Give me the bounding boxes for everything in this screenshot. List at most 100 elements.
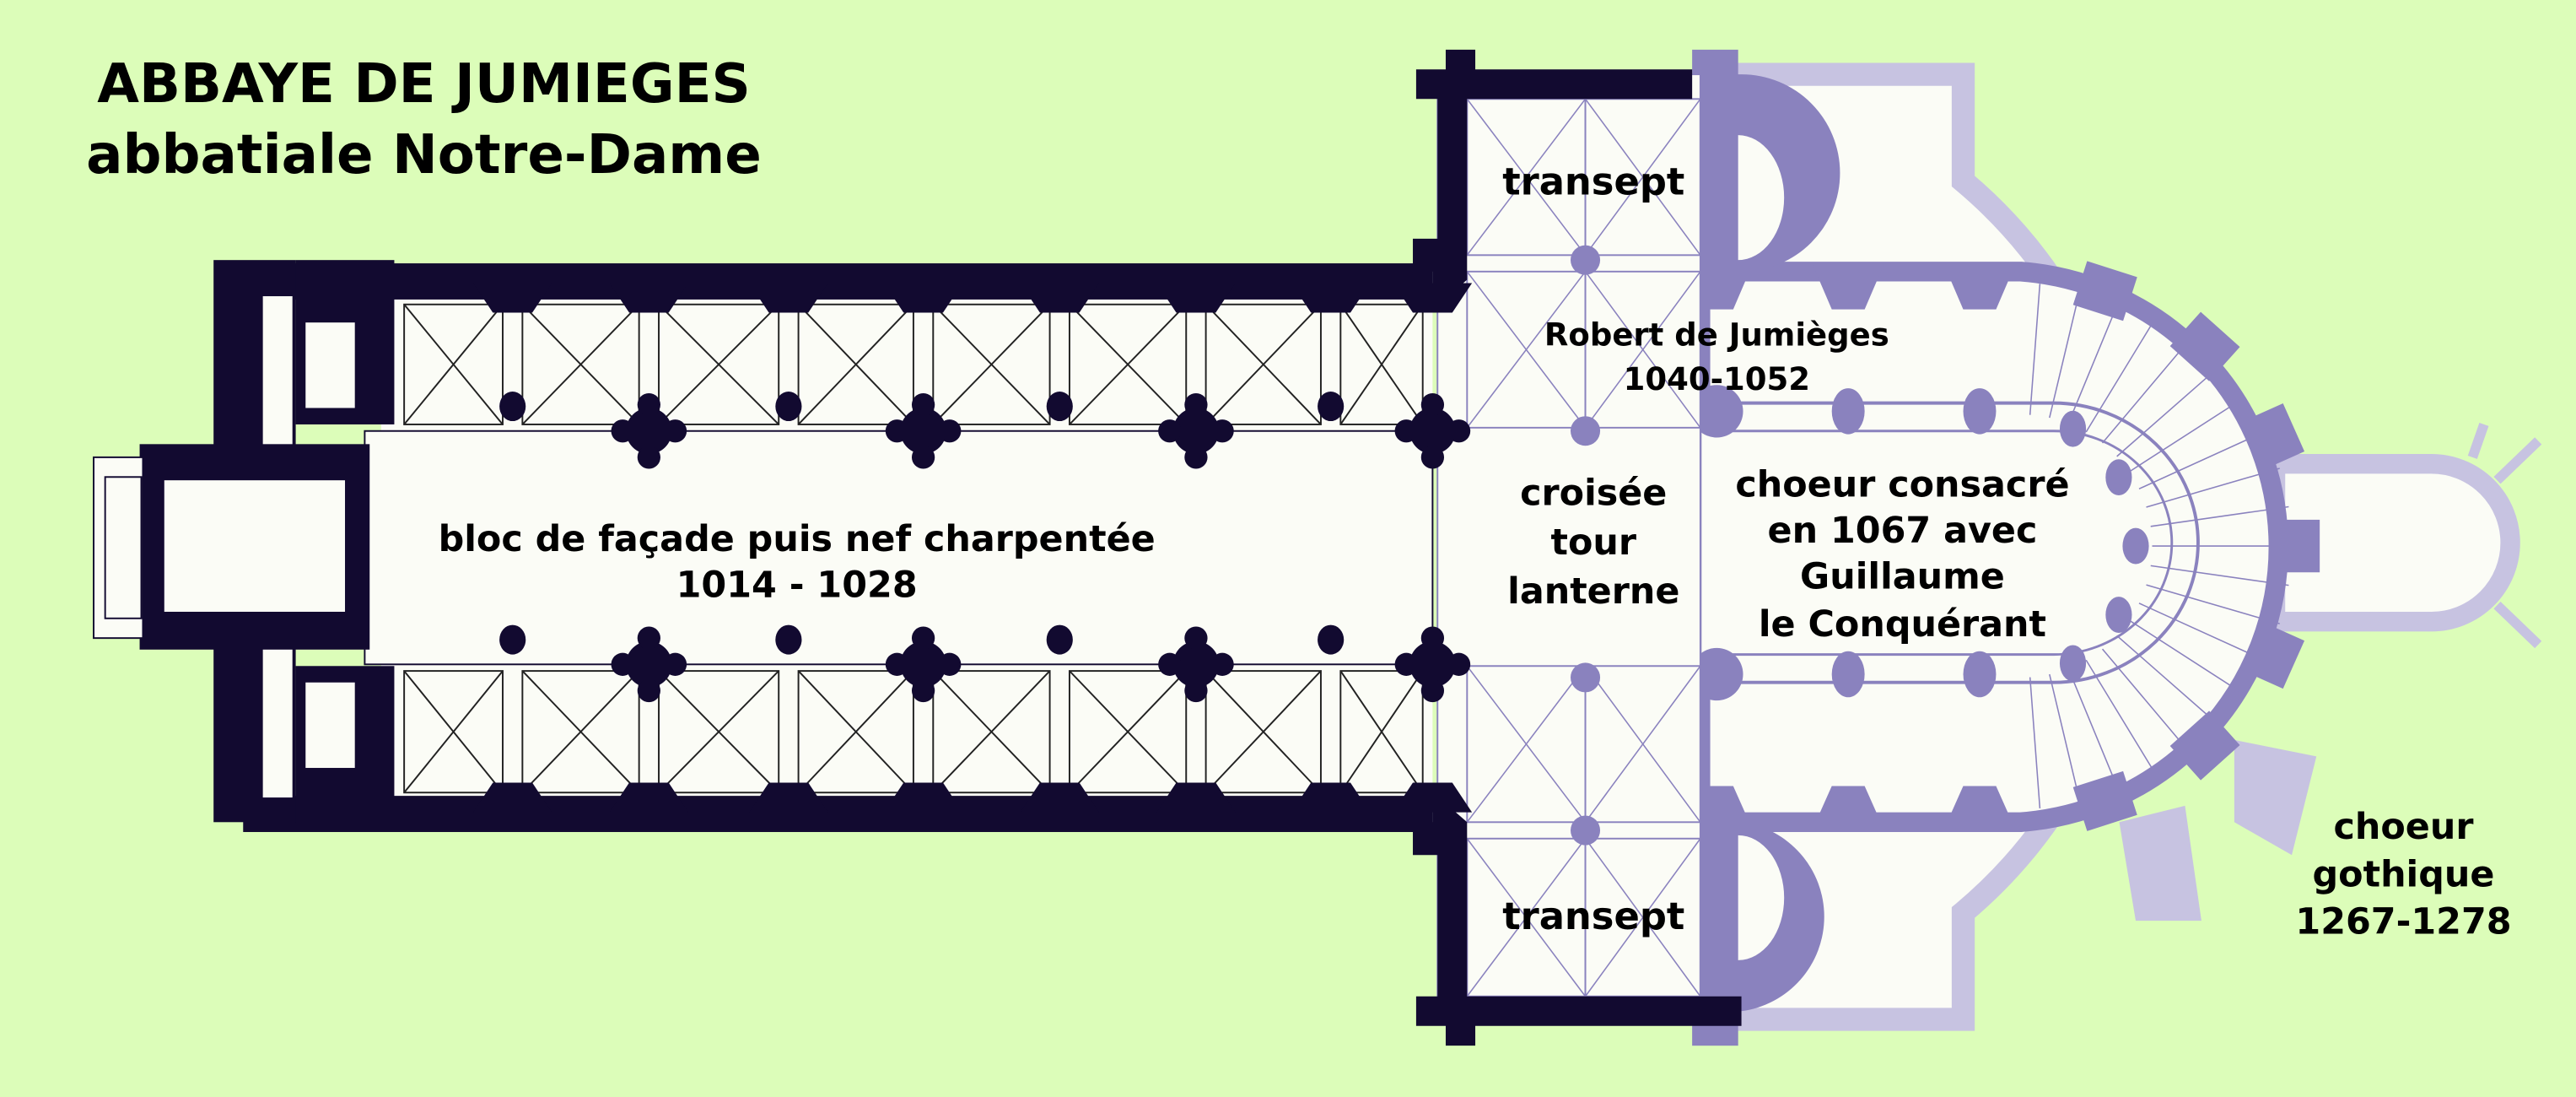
romanesque-choir <box>1680 49 2320 1046</box>
vault-rib <box>1339 670 1424 793</box>
vault-rib <box>658 670 779 793</box>
column <box>499 391 526 422</box>
compound-pier <box>900 641 946 688</box>
vault-rib <box>521 670 640 793</box>
pier-shaft <box>1447 652 1471 676</box>
column <box>1571 245 1601 275</box>
nave-label-line-1: bloc de façade puis nef charpentée <box>439 518 1156 560</box>
pier-shaft <box>1420 626 1445 650</box>
ambulatory-column <box>2059 410 2087 447</box>
pier-shaft <box>1210 419 1234 443</box>
compound-pier <box>900 408 946 455</box>
choir-label-line-3: Guillaume <box>1800 556 2005 598</box>
choir-pier <box>1690 385 1743 438</box>
pier-shaft <box>938 419 962 443</box>
vault-bay <box>1204 303 1322 425</box>
buttress <box>749 283 828 313</box>
vault-rib <box>1204 304 1322 425</box>
ambulatory-column <box>2122 527 2149 565</box>
apse-buttress <box>2240 403 2305 471</box>
pier-shaft <box>611 652 634 676</box>
compound-pier <box>626 641 672 688</box>
robert-label-line-2: 1040-1052 <box>1624 361 1810 397</box>
vault-bay <box>797 303 914 425</box>
vault-bay <box>1068 670 1188 794</box>
vault-rib <box>1466 98 1587 256</box>
pier-shaft <box>663 652 687 676</box>
vault-rib <box>797 670 914 793</box>
vault-rib <box>1204 670 1322 793</box>
buttress <box>1156 283 1236 313</box>
buttress <box>1943 786 2016 831</box>
gothic-label-line-2: gothique <box>2313 853 2495 895</box>
pier-shaft <box>1184 626 1208 650</box>
column <box>1318 624 1345 655</box>
buttress <box>1020 283 1100 313</box>
ambulatory-rib <box>2101 648 2191 753</box>
pier-shaft <box>1210 652 1234 676</box>
buttress <box>1943 263 2016 310</box>
ambulatory-rib <box>2067 300 2120 424</box>
ambulatory-column <box>2105 597 2132 633</box>
pier-shaft <box>1184 446 1208 469</box>
pier-shaft <box>663 419 687 443</box>
pier-shaft <box>637 446 660 469</box>
buttress <box>1393 283 1473 313</box>
vault-rib <box>521 304 640 425</box>
buttress <box>609 283 689 313</box>
pier-shaft <box>1158 652 1182 676</box>
choir-label-line-2: en 1067 avec <box>1768 510 2038 552</box>
apse-buttress <box>2273 519 2320 573</box>
ambulatory-rib <box>2116 635 2220 727</box>
pier-shaft <box>1420 678 1445 703</box>
apse-buttress <box>2169 311 2240 381</box>
ambulatory-rib <box>2146 584 2280 624</box>
vault-rib <box>1466 838 1587 997</box>
vault-rib <box>1584 271 1701 429</box>
title-line-2: abbatiale Notre-Dame <box>86 123 762 186</box>
compound-pier <box>1409 641 1456 688</box>
nave-label-line-2: 1014 - 1028 <box>676 564 918 606</box>
column <box>1046 624 1073 655</box>
ambulatory-rib <box>2128 619 2245 695</box>
choir-label-line-1: choeur consacré <box>1735 464 2069 506</box>
pier-shaft <box>1394 652 1418 676</box>
vault-rib <box>932 304 1051 425</box>
pier-shaft <box>911 392 935 417</box>
choir-pier <box>1831 388 1865 435</box>
vault-bay <box>1068 303 1188 425</box>
vault-rib <box>1584 838 1701 997</box>
vault-rib <box>1584 98 1701 256</box>
west-facade <box>93 260 395 831</box>
vault-rib <box>1069 304 1187 425</box>
vault-rib <box>932 670 1051 793</box>
pier-shaft <box>1158 419 1182 443</box>
ambulatory-rib <box>2085 317 2157 433</box>
vault-bay <box>521 670 640 794</box>
vault-bay <box>403 303 504 425</box>
buttress <box>609 782 689 813</box>
apse-buttress <box>2072 770 2137 831</box>
robert-label-line-1: Robert de Jumièges <box>1544 316 1889 353</box>
buttress <box>1291 283 1371 313</box>
pier-shaft <box>1420 392 1445 417</box>
column <box>1571 416 1601 446</box>
choir-pier <box>1963 388 1997 435</box>
pier-shaft <box>637 626 660 650</box>
column <box>499 624 526 655</box>
vault-rib <box>797 304 914 425</box>
title-block: ABBAYE DE JUMIEGES abbatiale Notre-Dame <box>86 52 762 186</box>
pier-shaft <box>637 678 660 703</box>
choir-pier <box>1831 651 1865 698</box>
vault-rib <box>403 670 504 793</box>
column <box>1318 391 1345 422</box>
pier-shaft <box>911 626 935 650</box>
choir-label-line-4: le Conquérant <box>1759 603 2046 646</box>
ambulatory-rib <box>2146 467 2280 508</box>
column <box>1571 662 1601 693</box>
transept <box>1413 49 1742 1046</box>
ambulatory-column <box>2059 645 2087 682</box>
ambulatory-rib <box>2101 339 2191 444</box>
compound-pier <box>1172 641 1220 688</box>
buttress <box>1812 263 1885 310</box>
